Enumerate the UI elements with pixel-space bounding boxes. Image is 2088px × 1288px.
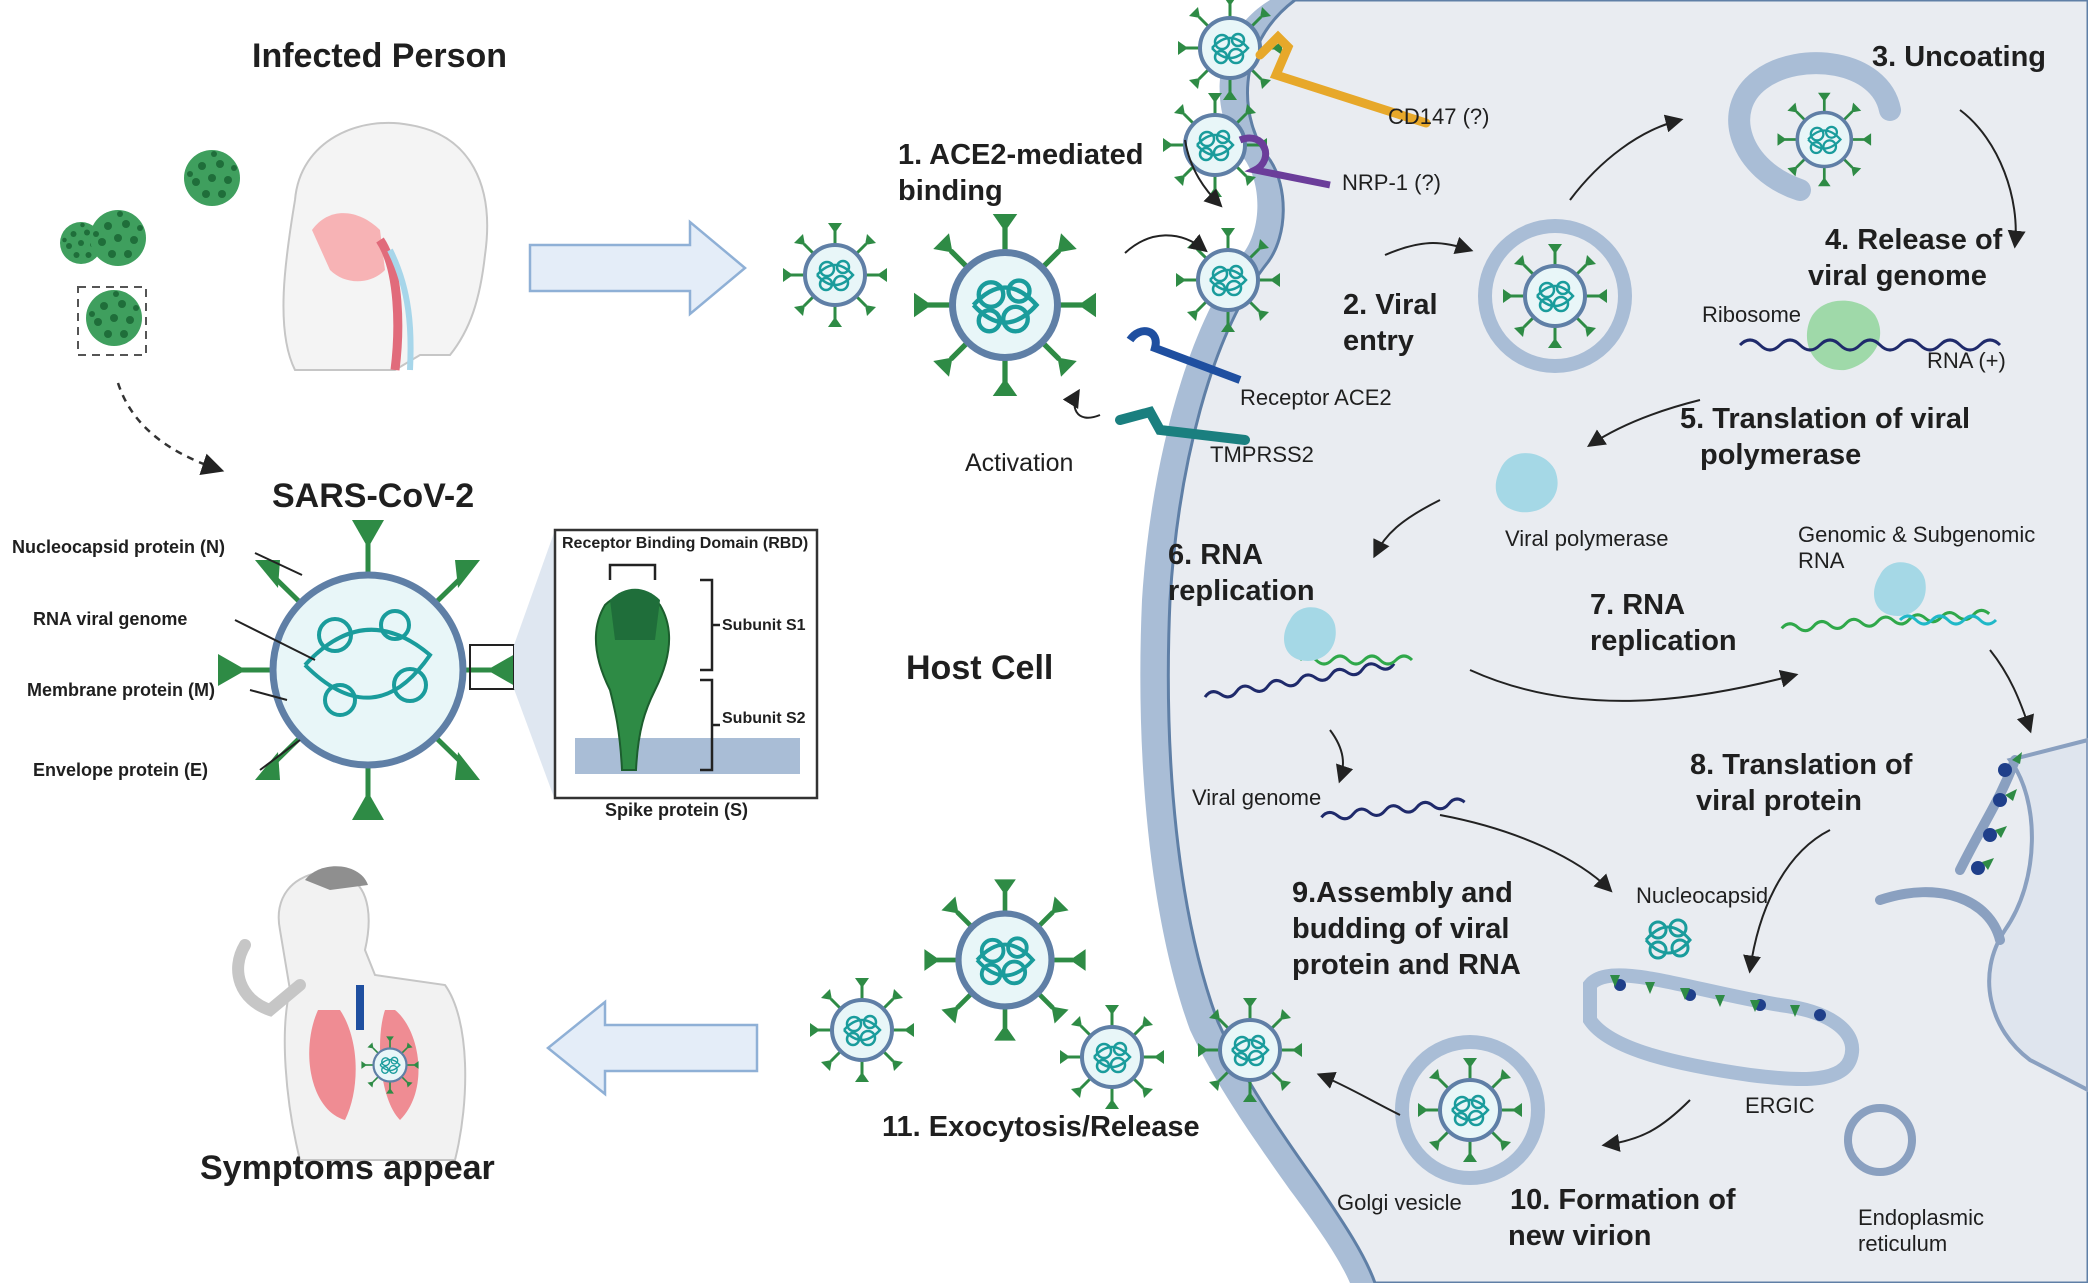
zoom-fan <box>514 530 555 800</box>
nrp1-receptor <box>1238 134 1331 189</box>
zoom-selection-box <box>77 286 147 356</box>
tmprss2-protease <box>1115 406 1250 445</box>
infection-arrow <box>528 219 747 317</box>
step-5-label-a: 5. Translation of viral <box>1680 403 1971 435</box>
step-4-label-a: 4. Release of <box>1825 224 2003 256</box>
genomic-rna-green <box>1780 608 1991 633</box>
step-2-label-b: entry <box>1343 325 1414 357</box>
ergic-spikes <box>1610 975 1826 1021</box>
step-11-label: 11. Exocytosis/Release <box>882 1111 1200 1143</box>
er-spike-row <box>1971 752 2022 875</box>
receptor-ace2-label: Receptor ACE2 <box>1240 385 1392 410</box>
envelope-protein-label: Envelope protein (E) <box>33 760 209 780</box>
uncoating-endosome <box>1728 52 1901 201</box>
viral-polymerase-label: Viral polymerase <box>1505 526 1669 551</box>
step-10-label-b: new virion <box>1508 1220 1652 1252</box>
infected-person-title: Infected Person <box>252 37 508 75</box>
rna-replication-strand-b <box>1298 654 1414 666</box>
viral-polymerase-shape <box>1495 453 1558 513</box>
er-label-b: reticulum <box>1858 1231 1948 1256</box>
rbd-label: Receptor Binding Domain (RBD) <box>562 535 809 552</box>
viral-genome-strand <box>1320 797 1466 821</box>
ace2-receptor <box>1126 327 1242 384</box>
step-6-label-b: replication <box>1168 575 1315 607</box>
step-7-label-b: replication <box>1590 625 1737 657</box>
genomic-polymerase <box>1874 562 1926 616</box>
subunit-s2-label: Subunit S2 <box>722 710 806 727</box>
ribosome-label: Ribosome <box>1702 302 1802 327</box>
nucleocapsid-label: Nucleocapsid protein (N) <box>12 537 226 557</box>
infected-person-illustration <box>282 121 489 371</box>
tmprss2-label: TMPRSS2 <box>1210 442 1314 467</box>
genomic-rna-label-b: RNA <box>1798 548 1845 573</box>
step-9-label-c: protein and RNA <box>1292 949 1521 981</box>
endoplasmic-reticulum-shape <box>1987 737 2088 1093</box>
step-2-label-a: 2. Viral <box>1343 289 1438 321</box>
symptoms-arrow <box>546 999 759 1097</box>
activation-label: Activation <box>965 449 1074 477</box>
rna-replication-strand-a <box>1203 662 1396 699</box>
spike-protein-label: Spike protein (S) <box>605 800 749 820</box>
ergic-label: ERGIC <box>1745 1093 1815 1118</box>
step-9-label-a: 9.Assembly and <box>1292 877 1513 909</box>
symptom-person-illustration <box>232 866 467 1161</box>
step-10-label-a: 10. Formation of <box>1510 1184 1736 1216</box>
ergic-compartment <box>1583 968 1860 1087</box>
step-6-label-a: 6. RNA <box>1168 539 1264 571</box>
golgi-vesicle-label: Golgi vesicle <box>1337 1190 1462 1215</box>
step-3-label: 3. Uncoating <box>1872 41 2047 73</box>
step-7-label-a: 7. RNA <box>1590 589 1686 621</box>
sars-cov-2-model <box>218 520 515 820</box>
rna-plus-strand <box>1738 338 2002 352</box>
er-vesicle <box>1844 1104 1916 1176</box>
er-label-a: Endoplasmic <box>1858 1205 1984 1230</box>
subunit-s1-label: Subunit S1 <box>722 617 806 634</box>
ribosome-shape <box>1806 300 1881 371</box>
step-1-label-b: binding <box>898 175 1003 207</box>
viral-genome-label: Viral genome <box>1192 785 1322 810</box>
rna-plus-label: RNA (+) <box>1927 348 2006 373</box>
step-1-label-a: 1. ACE2-mediated <box>898 139 1144 171</box>
symptoms-title: Symptoms appear <box>200 1149 495 1187</box>
step-4-label-b: viral genome <box>1808 260 1987 292</box>
step-8-label-b: viral protein <box>1696 785 1862 817</box>
step-8-label-a: 8. Translation of <box>1690 749 1913 781</box>
subgenomic-rna-cyan <box>1898 614 1998 626</box>
genomic-rna-label-a: Genomic & Subgenomic <box>1798 522 2036 547</box>
sars-cov-2-title: SARS-CoV-2 <box>272 477 475 515</box>
cd147-receptor <box>1255 30 1431 128</box>
nrp1-label: NRP-1 (?) <box>1342 170 1442 195</box>
membrane-protein-label: Membrane protein (M) <box>27 680 216 700</box>
er-tube-1 <box>1875 887 2005 945</box>
cd147-label: CD147 (?) <box>1388 104 1490 129</box>
replication-polymerase <box>1284 607 1336 661</box>
nucleocapsid-cell-label: Nucleocapsid <box>1636 883 1769 908</box>
step-5-label-b: polymerase <box>1700 439 1862 471</box>
host-cell-label: Host Cell <box>906 649 1054 687</box>
step-9-label-b: budding of viral <box>1292 913 1510 945</box>
rna-genome-label: RNA viral genome <box>33 609 188 629</box>
